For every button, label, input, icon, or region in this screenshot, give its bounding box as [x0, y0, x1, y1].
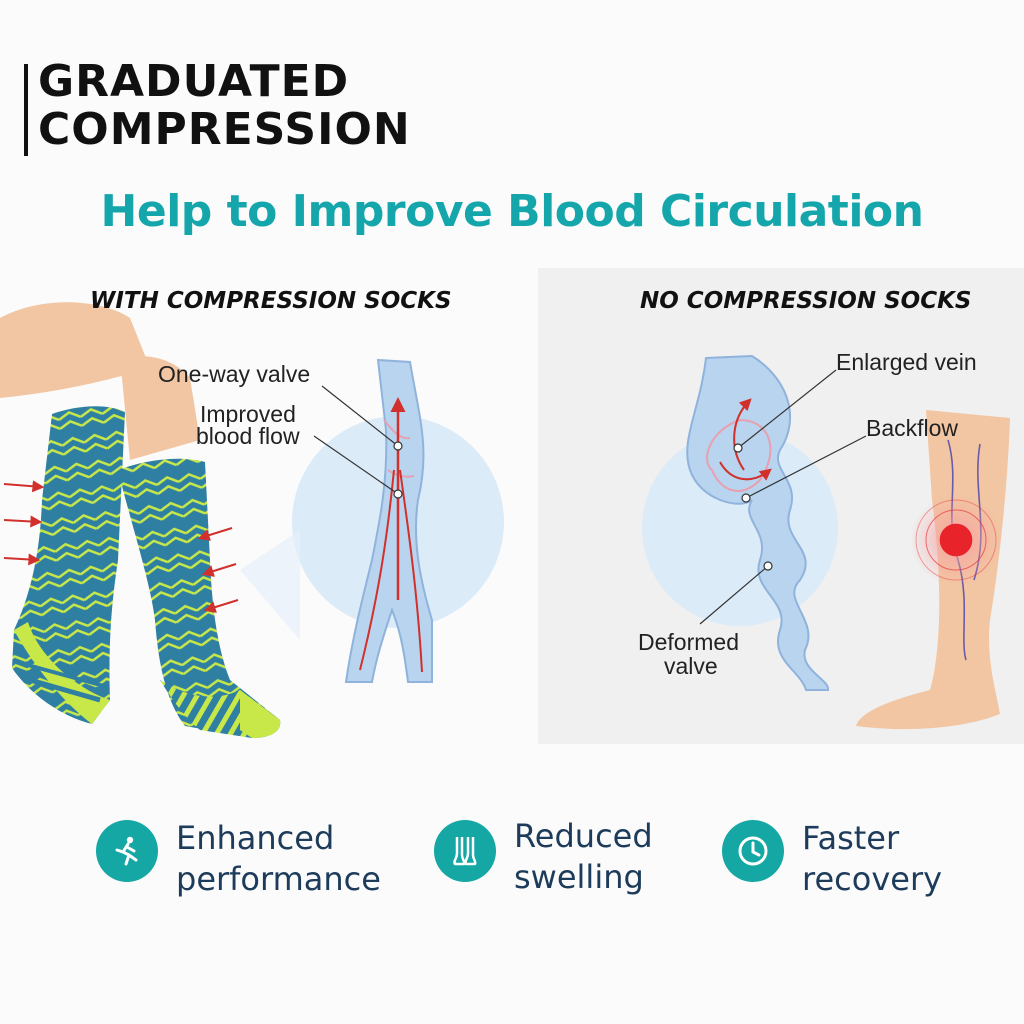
benefit-3-line-1: Faster — [802, 819, 900, 857]
varicose-vein — [686, 354, 829, 691]
callout-backflow: Backflow — [866, 415, 959, 441]
compression-sock-back — [12, 406, 125, 724]
callout-enlarged-vein: Enlarged vein — [836, 349, 977, 375]
no-compression-title: NO COMPRESSION SOCKS — [640, 288, 972, 314]
compression-sock-front — [118, 458, 281, 738]
feet-icon — [434, 820, 496, 882]
callout-improved-line-1: Improved — [200, 401, 296, 427]
affected-leg — [856, 410, 1010, 730]
brand-title: GRADUATED COMPRESSION — [38, 58, 411, 154]
left-callout-leaders — [313, 385, 403, 499]
benefit-2-line-1: Reduced — [514, 817, 653, 855]
right-callout-leaders — [699, 369, 867, 625]
callout-improved-line-2: blood flow — [196, 423, 300, 449]
callout-deformed-line-1: Deformed — [638, 629, 739, 655]
pressure-arrows — [3, 480, 239, 613]
benefit-1-line-1: Enhanced — [176, 819, 335, 857]
page-headline: Help to Improve Blood Circulation — [100, 186, 924, 237]
benefit-1-line-2: performance — [176, 860, 381, 898]
with-compression-title: WITH COMPRESSION SOCKS — [90, 288, 452, 314]
clock-icon — [722, 820, 784, 882]
running-person-icon — [96, 820, 158, 882]
benefit-2-line-2: swelling — [514, 858, 644, 896]
brand-line-1: GRADUATED — [38, 56, 350, 107]
callout-deformed-line-2: valve — [664, 653, 718, 679]
brand-line-2: COMPRESSION — [38, 104, 411, 155]
brand-accent-bar — [24, 64, 28, 156]
pain-point — [910, 494, 1002, 586]
benefit-3-line-2: recovery — [802, 860, 943, 898]
left-leg-thigh — [0, 302, 200, 460]
callout-one-way-valve: One-way valve — [158, 361, 311, 387]
healthy-vein — [344, 358, 433, 683]
